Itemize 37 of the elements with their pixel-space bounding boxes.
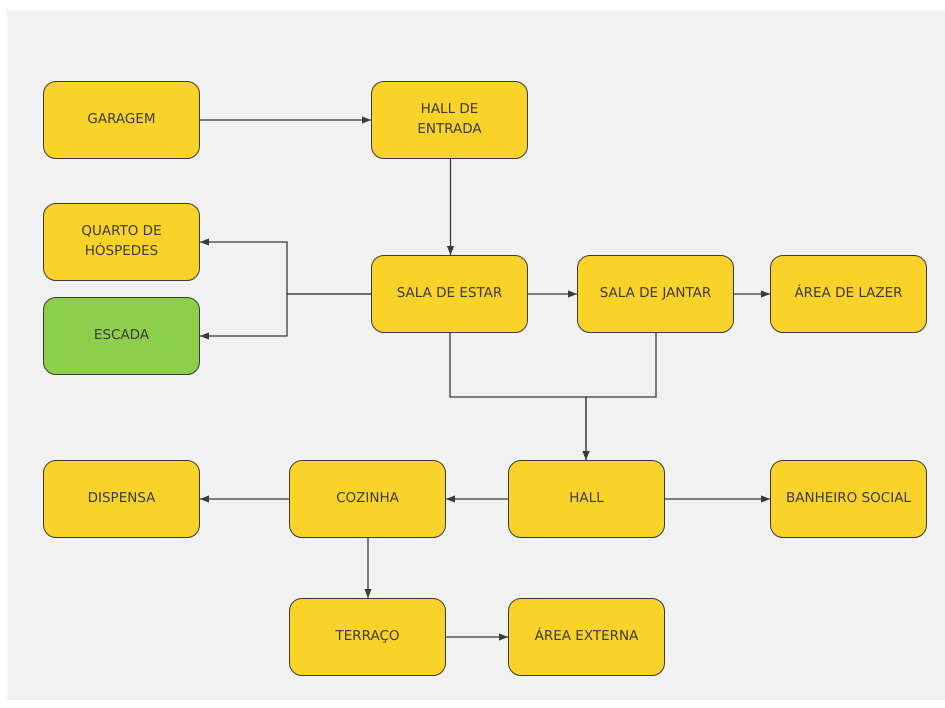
room-label: TERRAÇO <box>334 627 401 646</box>
process-box <box>577 255 734 333</box>
arrow <box>582 333 657 460</box>
room-label: BANHEIRO SOCIAL <box>785 489 912 508</box>
process-box <box>770 460 927 538</box>
arrow <box>446 495 508 503</box>
room-label: ÁREA DE LAZER <box>793 284 904 304</box>
arrow <box>665 495 770 503</box>
arrow <box>528 290 577 298</box>
room-label: ÁREA EXTERNA <box>534 627 640 646</box>
room-label: HALL <box>568 489 605 508</box>
room-label: SALA DE JANTAR <box>598 284 712 304</box>
arrow <box>200 116 371 124</box>
arrow <box>200 293 371 340</box>
process-box <box>289 598 446 676</box>
process-box <box>508 598 665 676</box>
room-label: HALL DE ENTRADA <box>416 100 483 139</box>
arrow <box>446 633 508 641</box>
arrow <box>446 159 454 255</box>
process-box <box>371 81 528 159</box>
room-label: DISPENSA <box>86 489 156 508</box>
process-box <box>289 460 446 538</box>
process-box <box>770 255 927 333</box>
process-box <box>371 255 528 333</box>
process-box <box>43 297 200 375</box>
arrow <box>364 538 372 598</box>
room-label: COZINHA <box>335 489 400 508</box>
arrow <box>734 290 770 298</box>
process-box <box>43 81 200 159</box>
arrow <box>200 495 289 503</box>
process-box <box>508 460 665 538</box>
room-label: GARAGEM <box>86 110 157 130</box>
process-box <box>43 460 200 538</box>
room-label: ESCADA <box>92 326 150 346</box>
room-label: SALA DE ESTAR <box>396 284 504 304</box>
process-box <box>43 203 200 281</box>
room-label: QUARTO DE HÓSPEDES <box>80 222 163 261</box>
